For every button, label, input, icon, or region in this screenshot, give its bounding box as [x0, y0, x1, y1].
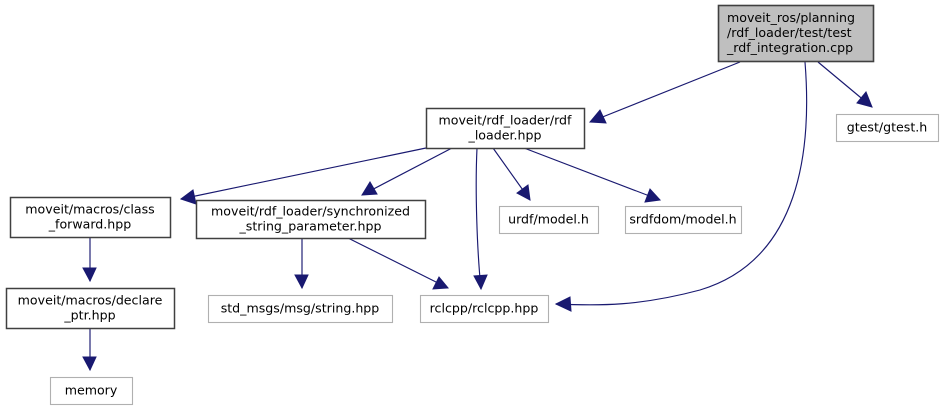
graph-edge — [588, 61, 741, 124]
edge-arrowhead — [179, 189, 197, 205]
node-label-line: std_msgs/msg/string.hpp — [221, 301, 380, 316]
node-box — [624, 205, 743, 235]
node-label-line: moveit/rdf_loader/synchronized — [211, 203, 410, 218]
graph-edge — [817, 61, 873, 108]
node-box — [425, 107, 586, 150]
graph-node-declare_ptr[interactable]: moveit/macros/declare_ptr.hpp — [5, 287, 176, 330]
node-label-line: gtest/gtest.h — [847, 120, 928, 135]
edge-arrowhead — [432, 276, 450, 290]
node-label-line: _rdf_integration.cpp — [726, 40, 853, 55]
node-label-line: _loader.hpp — [468, 128, 542, 143]
node-box — [207, 294, 394, 324]
node-label-line: urdf/model.h — [508, 212, 589, 227]
edge-arrowhead — [82, 356, 97, 372]
node-box — [419, 294, 550, 324]
node-label-line: _forward.hpp — [48, 217, 132, 232]
node-box — [49, 376, 134, 406]
node-label-line: moveit/macros/declare — [18, 292, 163, 307]
node-box — [835, 113, 940, 143]
graph-node-rclcpp[interactable]: rclcpp/rclcpp.hpp — [419, 294, 550, 324]
graph-edge — [554, 61, 808, 312]
graph-edge — [179, 147, 427, 205]
graph-edge — [294, 238, 309, 290]
graph-node-sync_string_param[interactable]: moveit/rdf_loader/synchronized_string_pa… — [195, 199, 427, 240]
node-label-line: srdfdom/model.h — [629, 212, 736, 227]
edges-layer — [82, 61, 873, 372]
graph-edge — [82, 328, 97, 372]
edge-arrowhead — [554, 296, 572, 312]
graph-node-srdfdom_model[interactable]: srdfdom/model.h — [624, 205, 743, 235]
node-label-line: moveit/rdf_loader/rdf — [438, 112, 572, 127]
graph-node-gtest[interactable]: gtest/gtest.h — [835, 113, 940, 143]
edge-arrowhead — [82, 267, 97, 283]
graph-edge — [473, 147, 488, 291]
graph-node-std_msgs_string[interactable]: std_msgs/msg/string.hpp — [207, 294, 394, 324]
node-label-line: memory — [65, 383, 118, 398]
node-label-line: moveit_ros/planning — [727, 10, 855, 25]
edge-arrowhead — [856, 91, 873, 108]
graph-edge — [361, 147, 453, 196]
node-label-line: _string_parameter.hpp — [238, 219, 381, 234]
edge-arrowhead — [294, 274, 309, 290]
graph-node-memory[interactable]: memory — [49, 376, 134, 406]
edge-arrowhead — [473, 274, 488, 291]
graph-edge — [492, 147, 531, 201]
node-label-line: rclcpp/rclcpp.hpp — [430, 301, 539, 316]
graph-edge — [347, 237, 450, 290]
graph-node-class_forward[interactable]: moveit/macros/class_forward.hpp — [9, 196, 172, 239]
edge-arrowhead — [588, 109, 607, 124]
edge-arrowhead — [644, 188, 662, 203]
node-box — [498, 205, 600, 235]
node-box — [5, 287, 176, 330]
graph-node-rdf_loader[interactable]: moveit/rdf_loader/rdf_loader.hpp — [425, 107, 586, 150]
graph-node-root[interactable]: moveit_ros/planning/rdf_loader/test/test… — [717, 4, 875, 63]
node-box — [195, 199, 427, 240]
graph-node-urdf_model[interactable]: urdf/model.h — [498, 205, 600, 235]
graph-edge — [523, 147, 662, 203]
node-label-line: moveit/macros/class — [25, 201, 154, 216]
node-box — [717, 4, 875, 63]
node-box — [9, 196, 172, 239]
nodes-layer: moveit_ros/planning/rdf_loader/test/test… — [5, 4, 940, 406]
edge-arrowhead — [361, 181, 378, 196]
edge-arrowhead — [516, 184, 531, 201]
node-label-line: _ptr.hpp — [63, 308, 115, 323]
graph-edge — [82, 237, 97, 283]
node-label-line: /rdf_loader/test/test — [727, 25, 852, 40]
